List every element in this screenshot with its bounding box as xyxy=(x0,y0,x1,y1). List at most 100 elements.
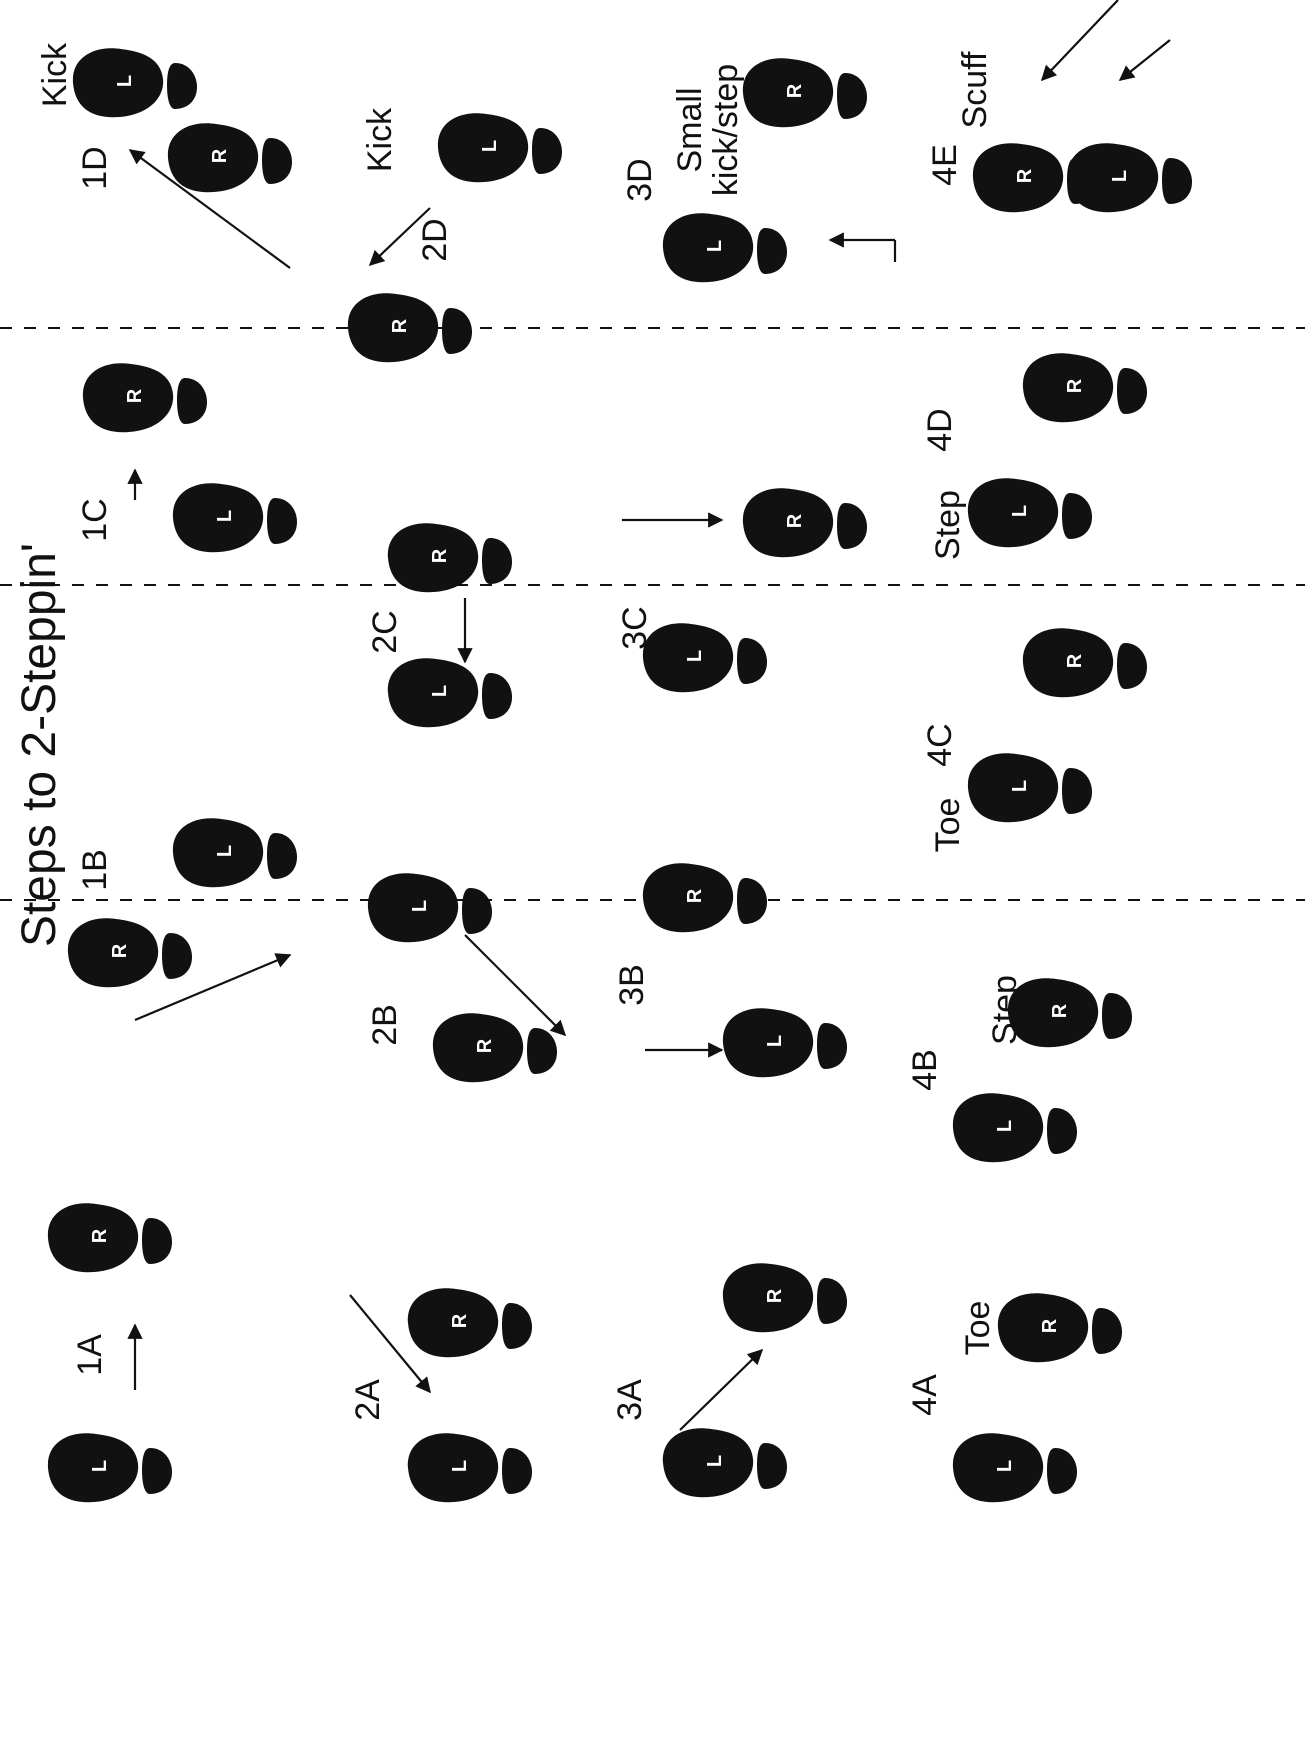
footprint-5-letter: L xyxy=(214,510,236,522)
footprint-28-letter: R xyxy=(1049,1003,1071,1018)
footprint-12-letter: R xyxy=(474,1038,496,1053)
footprint-16: L xyxy=(437,113,562,183)
footprint-19: L xyxy=(722,1008,847,1078)
action-kick-2d: Kick xyxy=(361,107,399,173)
footprint-32-letter: R xyxy=(1064,378,1086,393)
footprint-21: L xyxy=(642,623,767,693)
footprint-10-letter: R xyxy=(449,1313,471,1328)
footprint-21-letter: L xyxy=(684,650,706,662)
step-label-4c: 4C xyxy=(921,723,959,767)
footprint-15-letter: R xyxy=(389,318,411,333)
footprint-18: R xyxy=(722,1263,847,1333)
footprint-26: R xyxy=(997,1293,1122,1363)
action-small-3d: Small xyxy=(671,87,709,173)
footprint-17: L xyxy=(662,1428,787,1498)
step-label-3b: 3B xyxy=(613,964,651,1006)
step-label-2d: 2D xyxy=(416,218,454,262)
footprint-11-letter: L xyxy=(409,900,431,912)
footprint-34-letter: L xyxy=(1109,170,1131,182)
motion-arrow-8 xyxy=(368,207,431,267)
action-scuff-4e: Scuff xyxy=(956,51,994,129)
motion-arrow-6 xyxy=(464,934,567,1037)
footprint-12: R xyxy=(432,1013,557,1083)
footprint-13: L xyxy=(387,658,512,728)
footprint-20-letter: R xyxy=(684,888,706,903)
step-label-1a: 1A xyxy=(71,1334,109,1376)
footprint-16-letter: L xyxy=(479,140,501,152)
footprint-7-letter: R xyxy=(209,148,231,163)
step-label-1c: 1C xyxy=(76,498,114,542)
motion-arrow-2 xyxy=(134,953,292,1022)
footprint-22-letter: R xyxy=(784,513,806,528)
step-label-4e: 4E xyxy=(926,144,964,186)
action-kick-1d: Kick xyxy=(36,42,74,108)
action-toe-4a: Toe xyxy=(959,1300,997,1356)
footprint-15: R xyxy=(347,293,472,363)
footprint-29: L xyxy=(967,753,1092,823)
footprint-17-letter: L xyxy=(704,1455,726,1467)
footprint-2-letter: R xyxy=(89,1228,111,1243)
footprint-28: R xyxy=(1007,978,1132,1048)
step-label-2c: 2C xyxy=(366,610,404,654)
footprint-33-letter: R xyxy=(1014,168,1036,183)
footprint-3-letter: R xyxy=(109,943,131,958)
footprint-23: L xyxy=(662,213,787,283)
footprint-31: L xyxy=(967,478,1092,548)
footprint-30: R xyxy=(1022,628,1147,698)
action-step-4d: Step xyxy=(929,490,967,560)
footprint-8-letter: L xyxy=(114,75,136,87)
footprint-14-letter: R xyxy=(429,548,451,563)
step-label-4d: 4D xyxy=(921,408,959,452)
footprint-27: L xyxy=(952,1093,1077,1163)
footprint-23-letter: L xyxy=(704,240,726,252)
footprint-4-letter: L xyxy=(214,845,236,857)
step-label-2b: 2B xyxy=(366,1004,404,1046)
footprint-14: R xyxy=(387,523,512,593)
footprint-9: L xyxy=(407,1433,532,1503)
motion-arrow-5 xyxy=(349,1294,431,1394)
footprint-20: R xyxy=(642,863,767,933)
footprint-32: R xyxy=(1022,353,1147,423)
step-label-2a: 2A xyxy=(349,1379,387,1421)
footprint-2: R xyxy=(47,1203,172,1273)
step-label-3c: 3C xyxy=(616,606,654,650)
motion-arrow-4 xyxy=(128,149,291,269)
scuff-arrow-2 xyxy=(1118,39,1171,81)
footprint-11: L xyxy=(367,873,492,943)
footprint-34: L xyxy=(1067,143,1192,213)
step-label-1b: 1B xyxy=(76,849,114,891)
action-toe-4c: Toe xyxy=(929,797,967,853)
scuff-arrow-1 xyxy=(1040,0,1119,82)
footprint-27-letter: L xyxy=(994,1120,1016,1132)
footprint-6-letter: R xyxy=(124,388,146,403)
footprint-30-letter: R xyxy=(1064,653,1086,668)
footprint-24-letter: R xyxy=(784,83,806,98)
footprint-19-letter: L xyxy=(764,1035,786,1047)
step-label-4b: 4B xyxy=(906,1049,944,1091)
footprint-18-letter: R xyxy=(764,1288,786,1303)
step-label-4a: 4A xyxy=(906,1374,944,1416)
footprint-25-letter: L xyxy=(994,1460,1016,1472)
action-step-4b: Step xyxy=(986,975,1024,1045)
footprint-29-letter: L xyxy=(1009,780,1031,792)
footprint-4: L xyxy=(172,818,297,888)
step-label-1d: 1D xyxy=(76,146,114,190)
step-label-3d: 3D xyxy=(621,158,659,202)
footprint-3: R xyxy=(67,918,192,988)
footprint-1: L xyxy=(47,1433,172,1503)
step-label-3a: 3A xyxy=(611,1379,649,1421)
footprint-24: R xyxy=(742,58,867,128)
footprint-22: R xyxy=(742,488,867,558)
motion-arrow-9 xyxy=(679,1348,764,1431)
action-kick-step-3d: kick/step xyxy=(707,63,745,197)
footprint-25: L xyxy=(952,1433,1077,1503)
footprint-1-letter: L xyxy=(89,1460,111,1472)
footprint-8: L xyxy=(72,48,197,118)
diagram-title: Steps to 2-Steppin' xyxy=(13,542,66,948)
footprint-31-letter: L xyxy=(1009,505,1031,517)
footprint-10: R xyxy=(407,1288,532,1358)
footprint-9-letter: L xyxy=(449,1460,471,1472)
footprint-13-letter: L xyxy=(429,685,451,697)
